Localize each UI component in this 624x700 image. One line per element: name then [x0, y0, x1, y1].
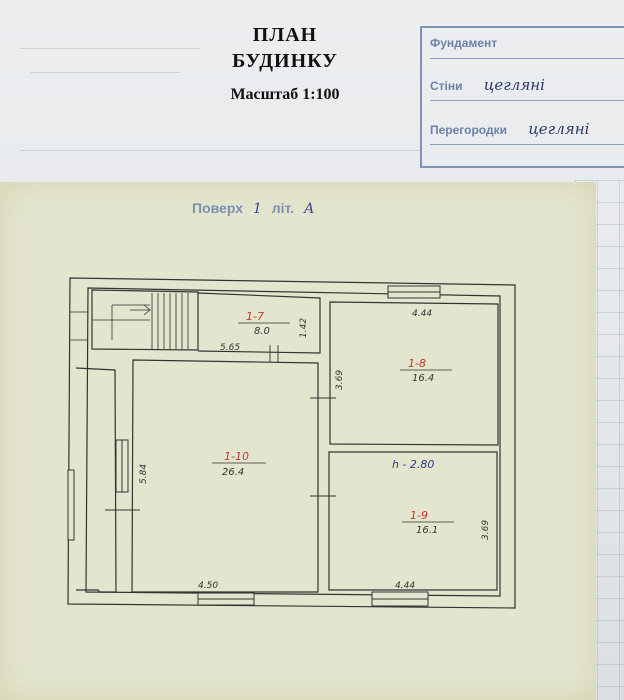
dim-5-65: 5.65	[220, 343, 240, 353]
bleed-line	[30, 72, 180, 73]
tracing-paper	[0, 182, 596, 700]
foundation-label: Фундамент	[430, 36, 498, 50]
room-1-8-walls	[329, 301, 499, 446]
room-1-10-walls	[131, 359, 319, 593]
room-1-10-area: 26.4	[222, 467, 244, 478]
outer-wall-outline	[67, 277, 516, 609]
room-1-9-id: 1-9	[410, 509, 428, 522]
stamp-row-walls: Стіни цегляні	[430, 76, 624, 101]
bleed-line	[20, 48, 200, 49]
height-note: h - 2.80	[392, 458, 434, 471]
room-1-8-id: 1-8	[408, 357, 426, 370]
dim-1-42: 1.42	[299, 318, 309, 338]
room-1-7-walls	[197, 292, 321, 354]
dim-4-44-bottom: 4.44	[395, 581, 415, 591]
left-window-ticks	[70, 311, 88, 341]
room-1-7-id: 1-7	[246, 310, 264, 323]
stair-landing	[92, 304, 150, 340]
door-mark	[269, 345, 279, 362]
stamp-row-foundation: Фундамент	[430, 36, 624, 59]
bleed-line	[20, 150, 420, 151]
partitions-label: Перегородки	[430, 123, 507, 137]
room-1-9-walls	[328, 451, 498, 591]
letter-label-text: літ.	[271, 200, 294, 216]
vestibule-wall	[75, 367, 117, 593]
dim-5-84: 5.84	[139, 464, 149, 484]
room-1-8-area: 16.4	[412, 373, 434, 384]
dim-3-69-left: 3.69	[335, 370, 345, 390]
dim-4-44-top: 4.44	[412, 309, 432, 319]
room-1-10-id: 1-10	[224, 450, 249, 463]
title-block: ПЛАН БУДИНКУ Масштаб 1:100	[180, 22, 390, 104]
title-line-1: ПЛАН	[252, 24, 318, 46]
room-1-7-area: 8.0	[254, 326, 270, 337]
partitions-value: цегляні	[528, 120, 590, 138]
dim-3-69-right: 3.69	[481, 520, 491, 540]
title-line-2: БУДИНКУ	[232, 50, 338, 72]
letter-value: А	[303, 201, 315, 217]
dim-4-50: 4.50	[198, 581, 218, 591]
window-outer-left	[67, 469, 75, 541]
walls-label: Стіни	[430, 79, 463, 93]
inner-wall-outline	[85, 287, 501, 597]
stamp-row-partitions: Перегородки цегляні	[430, 120, 624, 145]
room-1-9-area: 16.1	[416, 525, 438, 536]
stair-arrow	[130, 304, 152, 316]
walls-value: цегляні	[483, 76, 545, 94]
floor-label-text: Поверх	[192, 200, 243, 216]
floor-label: Поверх 1 літ. А	[192, 200, 321, 217]
stair-treads	[151, 293, 189, 349]
scale-label: Масштаб 1:100	[230, 86, 340, 103]
floor-number: 1	[252, 201, 262, 217]
stair-block	[91, 289, 199, 351]
materials-stamp: Фундамент Стіни цегляні Перегородки цегл…	[420, 26, 624, 168]
